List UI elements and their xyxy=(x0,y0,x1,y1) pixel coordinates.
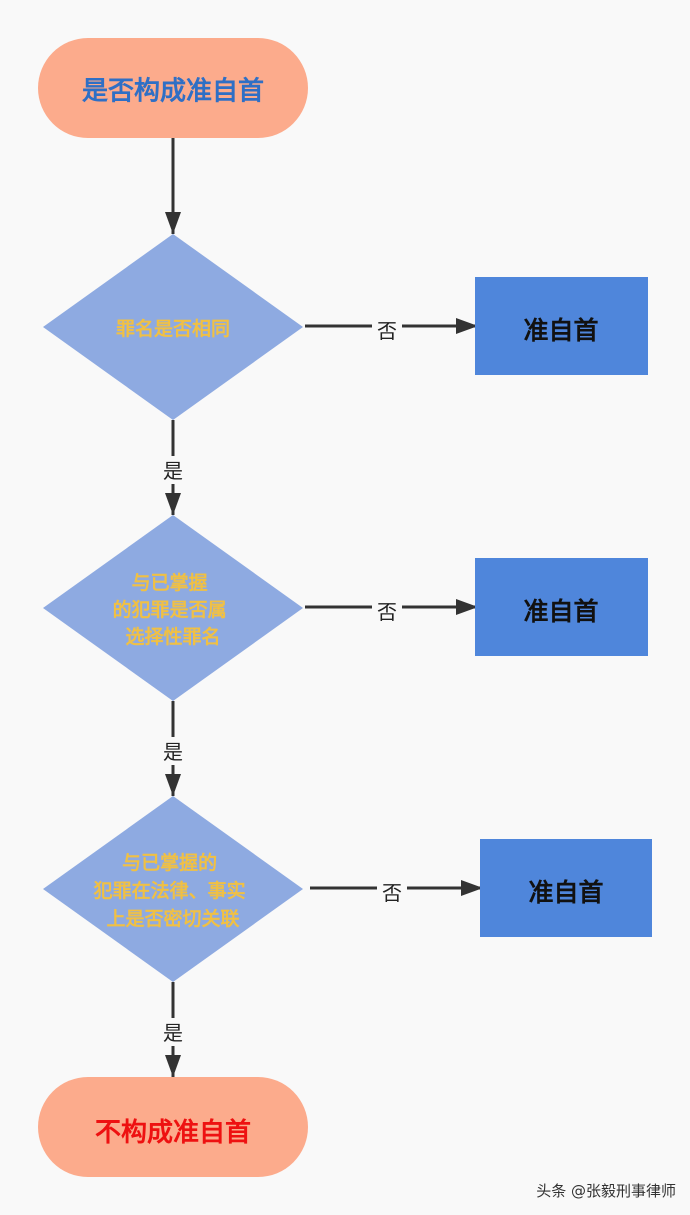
result2-box xyxy=(475,558,648,656)
end-terminal xyxy=(38,1077,308,1177)
decision1-diamond xyxy=(43,234,303,420)
edge-label-yes1: 是 xyxy=(163,459,183,483)
start-terminal xyxy=(38,38,308,138)
result1-label: 准自首 xyxy=(523,316,598,345)
edge-label-bg xyxy=(372,596,402,622)
edge-label-no3: 否 xyxy=(382,881,402,905)
decision2-label: 与已掌握 的犯罪是否属 选择性罪名 xyxy=(113,571,234,648)
arrowhead-down-4 xyxy=(165,1055,181,1077)
watermark: 头条 @张毅刑事律师 xyxy=(536,1182,676,1200)
edge-label-no2: 否 xyxy=(377,600,397,624)
edge-label-bg xyxy=(160,456,186,484)
result3-box xyxy=(480,839,652,937)
edge-label-bg xyxy=(160,737,186,765)
decision3-label: 与已掌握的 犯罪在法律、事实 上是否密切关联 xyxy=(93,851,253,930)
edge-label-no1: 否 xyxy=(377,319,397,343)
result1-box xyxy=(475,277,648,375)
start-label: 是否构成准自首 xyxy=(82,76,264,107)
edge-label-bg xyxy=(160,1018,186,1046)
arrowhead-right-2 xyxy=(456,599,478,615)
arrowhead-down-2 xyxy=(165,493,181,515)
arrowhead-down-3 xyxy=(165,774,181,796)
end-label: 不构成准自首 xyxy=(95,1117,251,1148)
edge-label-bg xyxy=(372,315,402,341)
arrowhead-right-1 xyxy=(456,318,478,334)
arrowhead-down-1 xyxy=(165,212,181,234)
result2-label: 准自首 xyxy=(523,597,598,626)
arrowhead-right-3 xyxy=(461,880,483,896)
edge-label-yes3: 是 xyxy=(163,1021,183,1045)
decision3-diamond xyxy=(43,796,303,982)
decision2-diamond xyxy=(43,515,303,701)
edge-label-yes2: 是 xyxy=(163,740,183,764)
decision1-label: 罪名是否相同 xyxy=(116,317,230,340)
result3-label: 准自首 xyxy=(528,878,603,907)
edge-label-bg xyxy=(377,877,407,903)
